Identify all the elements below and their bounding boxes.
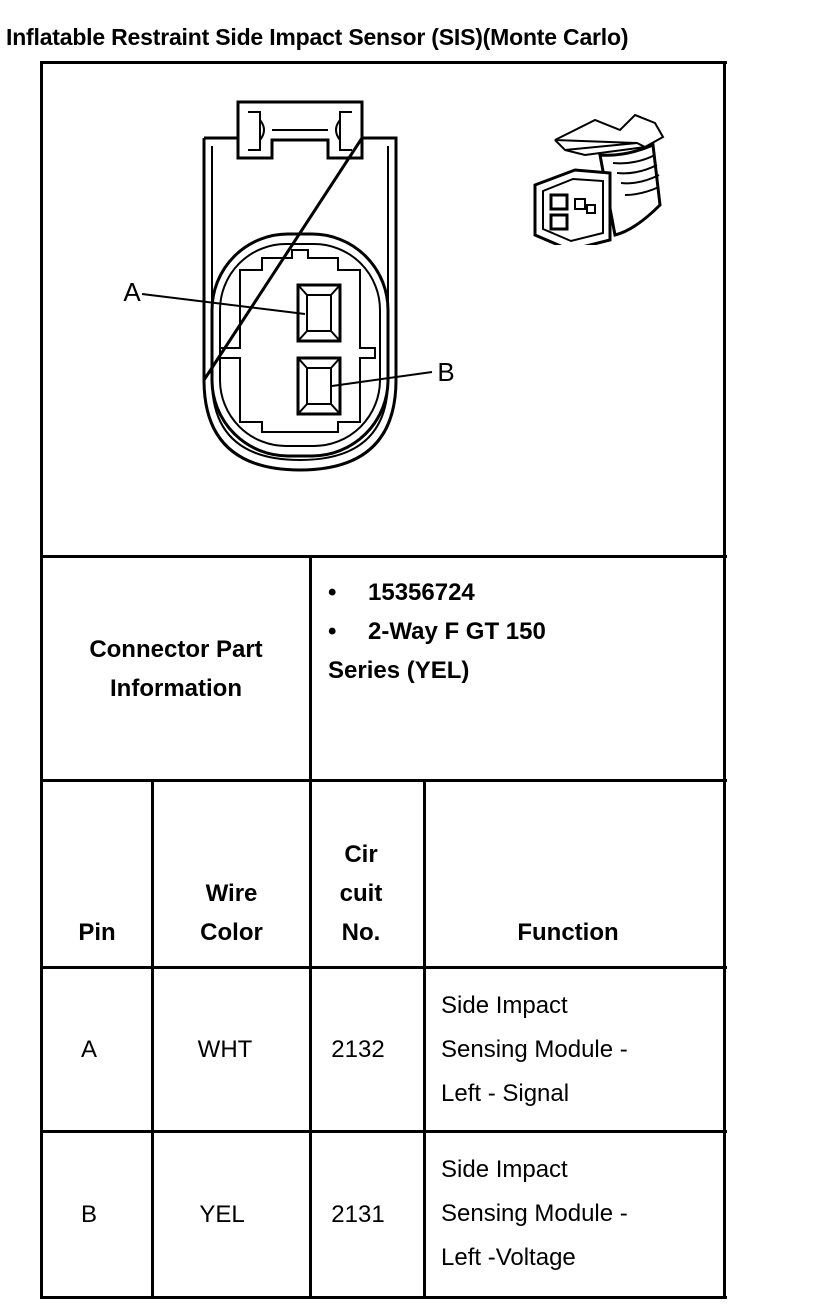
row-b-function: Side Impact Sensing Module - Left -Volta… <box>441 1148 628 1280</box>
row-a-circuit: 2132 <box>331 1036 385 1063</box>
row-a-pin: A <box>80 1036 97 1063</box>
connector-description-line2: Series (YEL) <box>328 657 470 684</box>
row-a-function-line1: Side Impact <box>441 992 568 1019</box>
header-circuit-line1: Cir <box>344 841 378 868</box>
list-item: • 15356724 <box>328 573 546 612</box>
connector-info-label-line1: Connector Part <box>89 635 263 663</box>
table-divider-row <box>40 1130 727 1133</box>
connector-info-label: Connector Part Information <box>43 558 309 779</box>
header-function: Function <box>426 782 710 952</box>
part-number: 15356724 <box>368 579 475 606</box>
table-border-top <box>40 61 727 64</box>
col-divider-pin <box>151 779 154 1299</box>
table-border-right <box>723 61 726 1299</box>
document-title: Inflatable Restraint Side Impact Sensor … <box>6 24 629 50</box>
list-item: • 2-Way F GT 150 <box>328 612 546 651</box>
table-divider-info <box>40 779 727 782</box>
pin-a-callout: A <box>123 276 141 307</box>
row-b-pin: B <box>80 1201 97 1228</box>
row-a-function: Side Impact Sensing Module - Left - Sign… <box>441 984 628 1116</box>
row-a-function-line3: Left - Signal <box>441 1080 570 1107</box>
connector-face-diagram <box>141 100 433 472</box>
col-divider-circuit <box>423 779 426 1299</box>
bullet-icon: • <box>328 579 337 606</box>
pin-b-callout: B <box>437 356 455 387</box>
table-border-bottom <box>40 1296 727 1299</box>
bullet-icon: • <box>328 618 337 645</box>
header-function-label: Function <box>517 919 619 946</box>
row-b-wire-color: YEL <box>199 1201 245 1228</box>
table-divider-diagram <box>40 555 727 558</box>
header-circuit-line2: cuit <box>339 880 383 907</box>
header-wire-color-line2: Color <box>200 919 263 946</box>
table-border-left <box>40 61 43 1299</box>
connector-info-list: • 15356724 • 2-Way F GT 150 Series (YEL) <box>328 573 546 690</box>
connector-info-label-line2: Information <box>110 674 242 702</box>
connector-description-line1: 2-Way F GT 150 <box>368 618 546 645</box>
header-pin-label: Pin <box>78 919 116 946</box>
header-wire-color-line1: Wire <box>205 880 258 907</box>
row-a-wire-color: WHT <box>197 1036 253 1063</box>
row-b-circuit: 2131 <box>331 1201 385 1228</box>
header-circuit: Cir cuit No. <box>312 782 410 952</box>
row-b-function-line2: Sensing Module - <box>441 1200 628 1227</box>
header-wire-color: Wire Color <box>154 782 309 952</box>
row-b-function-line3: Left -Voltage <box>441 1244 576 1271</box>
connector-isometric-diagram <box>533 113 665 245</box>
info-divider <box>309 555 312 782</box>
row-a-function-line2: Sensing Module - <box>441 1036 628 1063</box>
col-divider-wire <box>309 779 312 1299</box>
header-circuit-line3: No. <box>341 919 381 946</box>
header-pin: Pin <box>43 782 151 952</box>
table-divider-header <box>40 966 727 969</box>
row-b-function-line1: Side Impact <box>441 1156 568 1183</box>
